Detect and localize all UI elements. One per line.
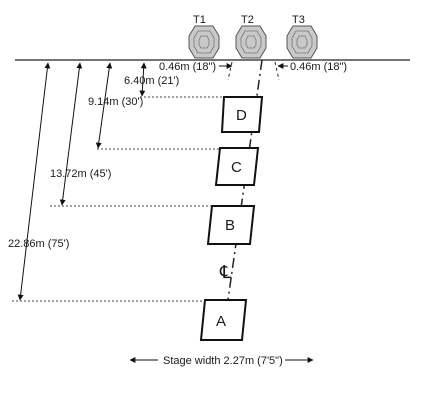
box-a: A	[199, 299, 248, 341]
box-c: C	[214, 147, 260, 186]
distance-label-13-72: 13.72m (45')	[50, 168, 111, 180]
target-t1	[188, 25, 220, 59]
box-d-label: D	[236, 107, 247, 124]
distance-label-22-86: 22.86m (75')	[8, 238, 69, 250]
target-spacing-dash-right	[274, 61, 280, 81]
centerline-symbol: ℄	[219, 262, 232, 282]
dimension-arrow-13-72	[59, 62, 83, 206]
target-label-t1: T1	[193, 14, 206, 26]
target-t2	[235, 25, 267, 59]
box-b: B	[206, 205, 256, 245]
box-a-label: A	[216, 313, 226, 330]
dimension-arrow-6-40	[139, 62, 147, 97]
dimension-arrow-9-14	[95, 62, 113, 149]
distance-label-9-14: 9.14m (30')	[88, 96, 143, 108]
target-spacing-left-label: 0.46m (18")	[159, 61, 216, 73]
box-b-label: B	[225, 217, 235, 234]
target-label-t2: T2	[241, 14, 254, 26]
box-c-label: C	[231, 159, 242, 176]
box-d: D	[220, 96, 264, 133]
target-spacing-dash-left	[227, 61, 233, 81]
target-t3	[286, 25, 318, 59]
target-spacing-right-label: 0.46m (18")	[290, 61, 347, 73]
target-label-t3: T3	[292, 14, 305, 26]
stage-width-label: Stage width 2.27m (7'5")	[163, 355, 283, 367]
dimension-arrow-22-86	[17, 62, 51, 301]
distance-label-6-40: 6.40m (21')	[124, 75, 179, 87]
